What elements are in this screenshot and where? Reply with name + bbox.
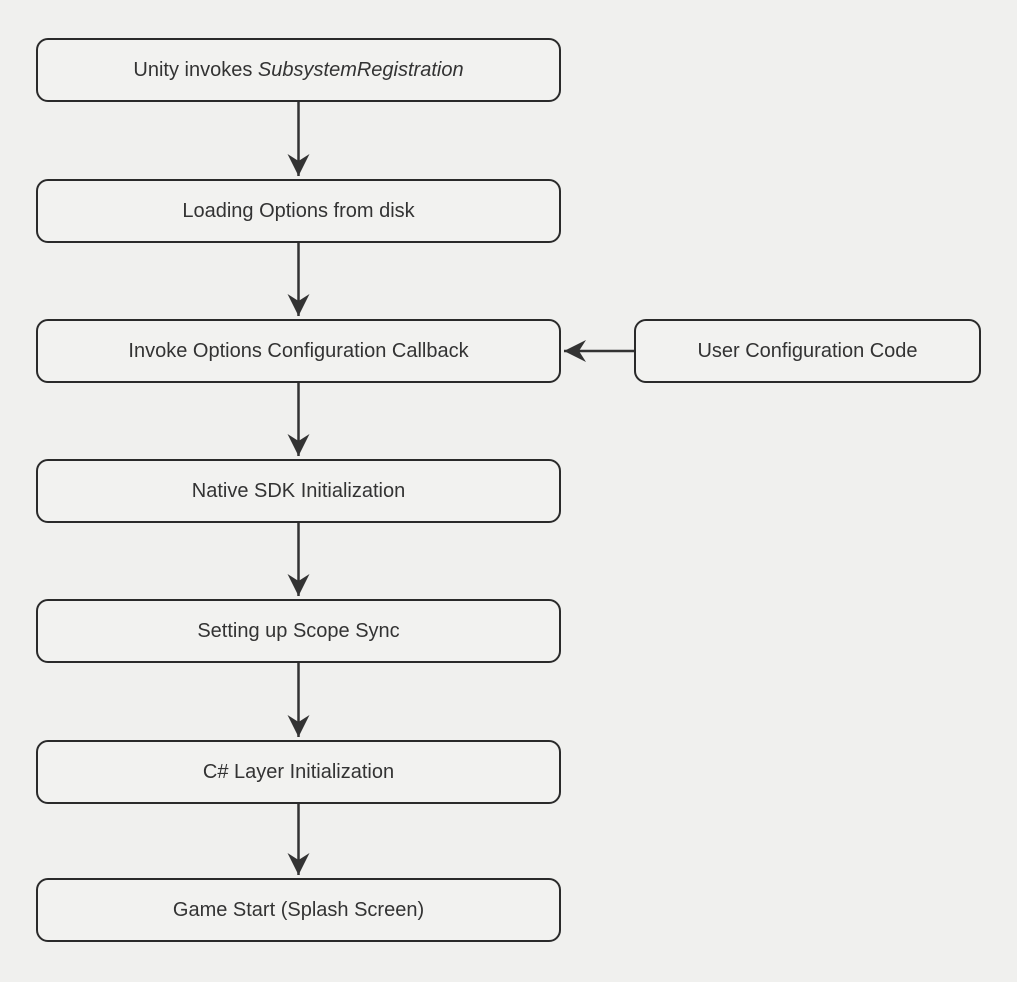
node-label: Native SDK Initialization [191, 480, 406, 502]
node-label: Setting up Scope Sync [197, 620, 400, 642]
node-label: Invoke Options Configuration Callback [128, 340, 469, 362]
node-invoke-options-configuration-callback: Invoke Options Configuration Callback [36, 319, 561, 383]
italic-label-part: SubsystemRegistration [257, 59, 464, 81]
node-label: Unity invokes SubsystemRegistration [133, 59, 464, 81]
node-loading-options-from-disk: Loading Options from disk [36, 179, 561, 243]
node-label: Loading Options from disk [182, 200, 415, 222]
node-label: Game Start (Splash Screen) [172, 899, 425, 921]
node-label: C# Layer Initialization [202, 761, 395, 783]
node-setting-up-scope-sync: Setting up Scope Sync [36, 599, 561, 663]
node-csharp-layer-initialization: C# Layer Initialization [36, 740, 561, 804]
node-user-configuration-code: User Configuration Code [634, 319, 981, 383]
node-game-start-splash-screen: Game Start (Splash Screen) [36, 878, 561, 942]
node-native-sdk-initialization: Native SDK Initialization [36, 459, 561, 523]
node-label: User Configuration Code [697, 340, 918, 362]
node-unity-invokes-subsystem-registration: Unity invokes SubsystemRegistration [36, 38, 561, 102]
